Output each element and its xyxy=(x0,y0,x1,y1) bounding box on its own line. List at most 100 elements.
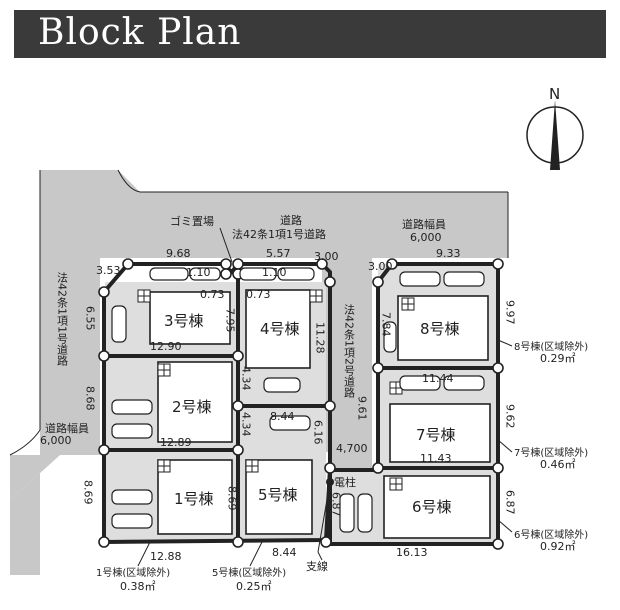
dim-label: 6.87 xyxy=(330,492,343,517)
dim-label: 4.34 xyxy=(240,366,253,391)
corner-marker xyxy=(232,258,244,270)
dim-label: 6.87 xyxy=(504,490,517,515)
dim-label: 4.34 xyxy=(240,412,253,437)
dim-label: 6.55 xyxy=(84,306,97,331)
corner-marker xyxy=(220,268,232,280)
car-icon xyxy=(149,267,189,281)
exclusion-label-lot6: 6号棟(区域除外) xyxy=(514,528,588,541)
corner-marker xyxy=(98,286,110,298)
car-icon xyxy=(263,377,301,393)
car-icon xyxy=(111,489,153,505)
dim-label: 1.10 xyxy=(262,266,287,279)
lot-label-3: 3号棟 xyxy=(164,312,204,330)
exclusion-label-lot7: 7号棟(区域除外) xyxy=(514,446,588,459)
guy-wire-pointer xyxy=(317,551,323,561)
lot-label-6: 6号棟 xyxy=(412,498,452,516)
parking-cars xyxy=(111,267,485,533)
exclusion-area-lot8: 0.29㎡ xyxy=(540,352,576,365)
corner-marker xyxy=(316,258,328,270)
compass-label: N xyxy=(549,85,560,103)
car-icon xyxy=(239,267,277,281)
car-icon xyxy=(111,513,153,529)
corner-marker xyxy=(98,536,110,548)
car-icon xyxy=(339,493,355,533)
stair-icon xyxy=(157,459,171,473)
road-width-right-label: 道路幅員 xyxy=(402,217,446,231)
corner-marker xyxy=(232,444,244,456)
utility-pole-label: 電柱 xyxy=(334,475,356,489)
utility-pole xyxy=(317,478,334,561)
road-top-curve xyxy=(117,169,508,193)
page-title: Block Plan xyxy=(38,12,242,53)
dim-label: 1.10 xyxy=(186,266,211,279)
car-icon xyxy=(111,423,153,439)
dim-label: 9.97 xyxy=(504,300,517,325)
exclusion-notes: 8号棟(区域除外) 0.29㎡ 7号棟(区域除外) 0.46㎡ 6号棟(区域除外… xyxy=(96,339,588,593)
stair-icon xyxy=(245,459,259,473)
north-arrow-icon xyxy=(550,100,560,170)
car-icon xyxy=(443,375,485,391)
corner-marker xyxy=(324,400,336,412)
exclusion-label-lot5: 5号棟(区域除外) xyxy=(212,566,286,579)
north-compass: N xyxy=(526,85,584,170)
road-left-bottom-curve xyxy=(9,429,41,456)
corner-marker xyxy=(492,462,504,474)
exclusion-area-lot7: 0.46㎡ xyxy=(540,458,576,471)
exclusion-label-lot8: 8号棟(区域除外) xyxy=(514,340,588,353)
road-width-left-label: 道路幅員 xyxy=(45,421,89,435)
lot-label-7: 7号棟 xyxy=(416,426,456,444)
exclusion-leader xyxy=(497,339,513,347)
dim-label: 3.00 xyxy=(314,250,339,263)
dim-label: 16.13 xyxy=(396,546,428,559)
guy-wire-label: 支線 xyxy=(306,559,328,573)
car-icon xyxy=(111,399,153,415)
garbage-area-leader xyxy=(219,227,233,263)
corner-marker xyxy=(232,536,244,548)
corner-marker xyxy=(492,538,504,550)
dim-label: 12.90 xyxy=(150,340,182,353)
car-icon xyxy=(277,267,315,281)
lot-label-5: 5号棟 xyxy=(258,486,298,504)
exclusion-leader xyxy=(497,439,513,453)
exclusion-leader xyxy=(249,541,263,567)
lot-label-8: 8号棟 xyxy=(420,320,460,338)
corner-marker xyxy=(372,276,384,288)
corner-marker xyxy=(232,400,244,412)
guy-wire-line xyxy=(317,481,331,553)
dim-label: 9.61 xyxy=(356,396,369,421)
corner-marker xyxy=(220,258,232,270)
road-width-left-value: 6,000 xyxy=(40,434,72,447)
exclusion-area-lot5: 0.25㎡ xyxy=(236,580,272,593)
road-left-vertical-label: 法42条1項1号道路 xyxy=(56,271,69,367)
exclusion-area-lot6: 0.92㎡ xyxy=(540,540,576,553)
dim-label: 11.44 xyxy=(422,372,454,385)
road-mid-vertical-label: 法42条1項2号道路 xyxy=(343,303,356,399)
road-area xyxy=(10,170,508,575)
dim-label: 7.95 xyxy=(224,308,237,333)
lot-label-4: 4号棟 xyxy=(260,320,300,338)
car-icon xyxy=(383,321,397,353)
stair-icon xyxy=(389,477,403,491)
dim-label: 8.44 xyxy=(270,410,295,423)
dim-label: 5.57 xyxy=(266,247,291,260)
house-lot3 xyxy=(149,291,231,345)
car-icon xyxy=(399,271,441,287)
exclusion-area-lot1: 0.38㎡ xyxy=(120,580,156,593)
dim-label: 7.84 xyxy=(380,312,393,337)
corner-marker xyxy=(98,444,110,456)
road-width-right-value: 6,000 xyxy=(410,231,442,244)
dim-label: 12.88 xyxy=(150,550,182,563)
house-lot4 xyxy=(245,289,311,369)
exclusion-label-lot1: 1号棟(区域除外) xyxy=(96,566,170,579)
lot-label-2: 2号棟 xyxy=(172,398,212,416)
stair-icon xyxy=(157,363,171,377)
dim-label: 9.68 xyxy=(166,247,191,260)
corner-marker xyxy=(386,258,398,270)
exclusion-leader xyxy=(497,519,513,533)
dim-label: 0.73 xyxy=(200,288,225,301)
car-icon xyxy=(357,493,373,533)
dim-label: 8.69 xyxy=(82,480,95,505)
title-banner: Block Plan xyxy=(14,10,606,58)
dim-label: 6.16 xyxy=(312,420,325,445)
dim-label: 12.89 xyxy=(160,436,192,449)
